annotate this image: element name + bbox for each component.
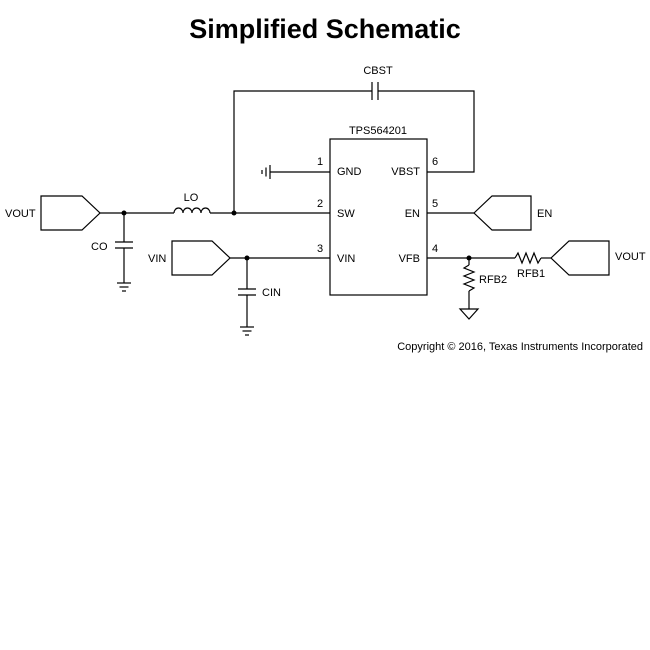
pin-label-gnd: GND	[337, 166, 362, 178]
cbst-label: CBST	[363, 65, 393, 77]
co-label: CO	[91, 241, 108, 253]
en-label: EN	[537, 208, 552, 220]
ic-name: TPS564201	[349, 125, 407, 137]
page-title: Simplified Schematic	[189, 14, 461, 44]
sw-net	[100, 207, 330, 216]
ic-body	[329, 138, 428, 296]
resistor-rfb2	[462, 264, 476, 292]
pin-label-vin: VIN	[337, 253, 355, 265]
vin-port	[171, 240, 231, 276]
cin-label: CIN	[262, 287, 281, 299]
en-port	[473, 195, 532, 231]
rfb2-label: RFB2	[479, 274, 507, 286]
pin-number-5: 5	[432, 198, 438, 210]
vin-label: VIN	[148, 253, 166, 265]
lo-label: LO	[184, 192, 199, 204]
pin-label-en: EN	[405, 208, 420, 220]
vout-right-port	[550, 240, 610, 276]
vout-left-label: VOUT	[5, 208, 36, 220]
gnd-wire	[261, 165, 330, 179]
vfb-net	[427, 251, 551, 320]
ground-triangle-icon	[458, 308, 480, 320]
cbst-loop	[233, 82, 475, 213]
copyright-notice: Copyright © 2016, Texas Instruments Inco…	[397, 341, 643, 353]
vin-net	[230, 255, 330, 336]
pin-label-sw: SW	[337, 208, 355, 220]
pin-number-1: 1	[317, 156, 323, 168]
vout-left-port	[40, 195, 101, 231]
pin-number-6: 6	[432, 156, 438, 168]
pin-label-vfb: VFB	[399, 253, 420, 265]
vout-right-label: VOUT	[615, 251, 646, 263]
resistor-rfb1	[514, 251, 542, 265]
rfb1-label: RFB1	[517, 268, 545, 280]
pin-number-2: 2	[317, 198, 323, 210]
pin-number-4: 4	[432, 243, 438, 255]
pin-label-vbst: VBST	[391, 166, 420, 178]
junction-sw	[231, 210, 237, 216]
inductor-lo	[173, 207, 211, 214]
pin-number-3: 3	[317, 243, 323, 255]
co-branch	[115, 213, 133, 292]
